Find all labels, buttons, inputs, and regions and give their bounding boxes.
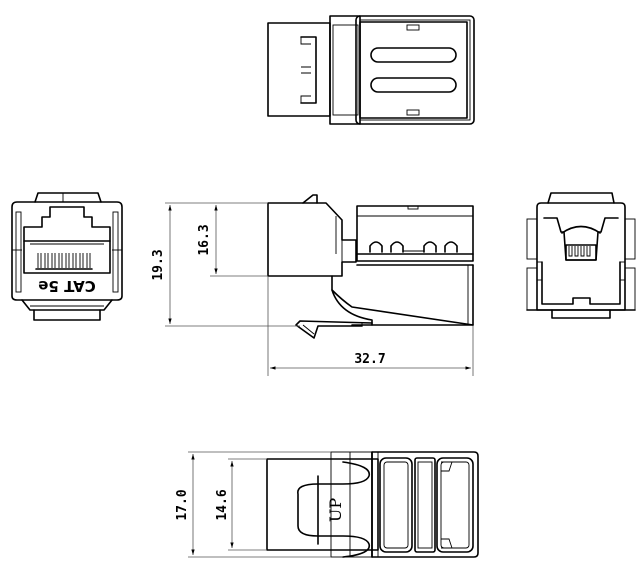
contact-pins [35,253,93,270]
dim-body-width: 14.6 [215,489,230,520]
dim-overall-length: 32.7 [354,352,385,367]
side-view [267,194,474,339]
dim-overall-width: 17.0 [175,489,190,520]
dimension-labels: 19.3 16.3 32.7 17.0 14.6 [151,224,386,520]
rear-view [526,192,636,319]
cat-label: CAT 5e [38,277,96,295]
dimension-lines [165,202,474,558]
top-view [267,15,475,125]
up-label: UP [326,498,345,522]
bottom-view: UP [266,451,479,558]
idc-terminals [369,241,458,253]
front-view: CAT 5e [11,192,123,321]
dim-body-height: 16.3 [197,224,212,255]
dim-overall-height: 19.3 [151,249,166,280]
